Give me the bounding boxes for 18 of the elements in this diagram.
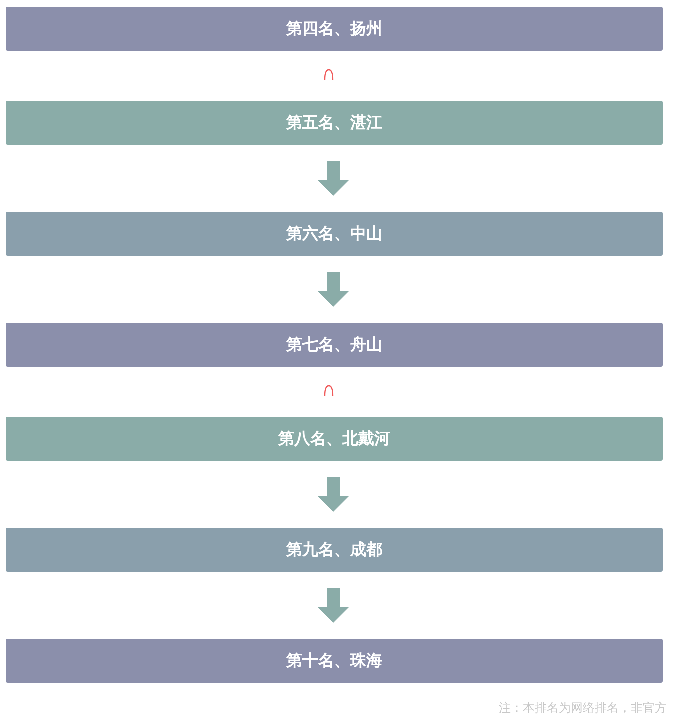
rank-title: 第八名、北戴河: [278, 428, 390, 450]
rank-title: 第十名、珠海: [286, 650, 382, 672]
rank-box: [6, 323, 663, 367]
rank-box: [6, 639, 663, 683]
rank-box: [6, 528, 663, 572]
down-arrow: [318, 477, 350, 512]
rank-box: [6, 7, 663, 51]
rank-title: 第九名、成都: [286, 540, 382, 560]
rank-box: [6, 212, 663, 256]
rank-title: 第七名、舟山: [286, 334, 382, 356]
rank-box: [6, 101, 663, 145]
down-arrow: [318, 272, 350, 307]
rank-title: 第四名、扬州: [286, 18, 382, 40]
down-arrow: [318, 588, 350, 623]
rank-title: 第五名、湛江: [286, 112, 382, 134]
rank-box: [6, 417, 663, 461]
down-arrow: [318, 161, 350, 196]
rank-title: 第六名、中山: [286, 224, 382, 244]
